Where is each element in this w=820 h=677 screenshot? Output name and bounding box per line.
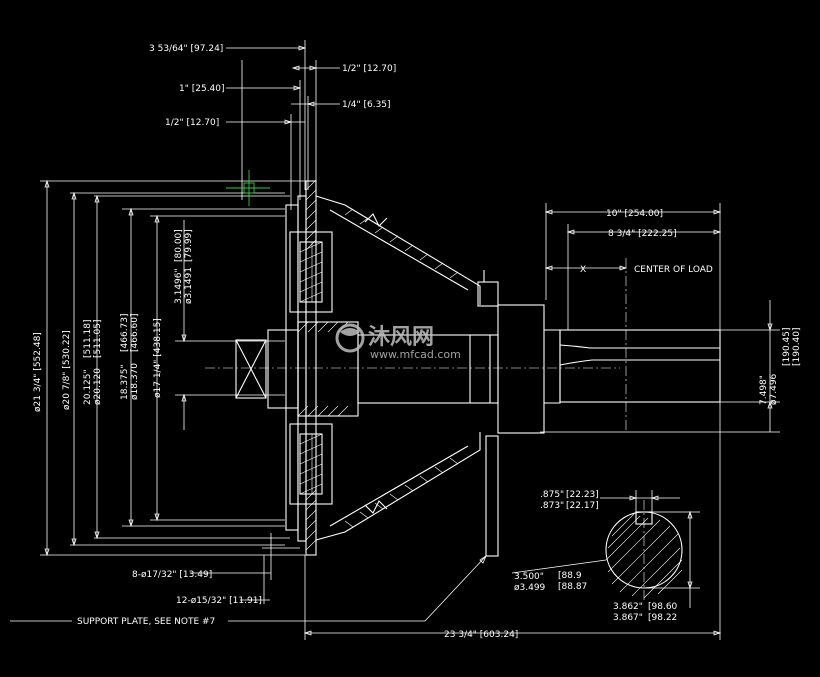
dim-d20-7-8: ø20 7/8" [530.22] xyxy=(62,330,72,410)
top-dimensions: 3 53/64" [97.24] 1/2" [12.70] 1" [25.40]… xyxy=(149,40,396,210)
dim-ten: 10" [254.00] xyxy=(606,209,663,219)
dim-d20-120: ø20.120 xyxy=(93,368,103,405)
dim-half-left: 1/2" [12.70] xyxy=(165,118,219,128)
dim-d20-125: 20.125" xyxy=(83,369,93,405)
keyway-h1: 3.862" xyxy=(613,602,643,612)
dim-shaft-mm1: [190.45] xyxy=(782,327,792,366)
keyway-d-mm2: [88.87 xyxy=(558,582,587,592)
holes-label-1: 8-ø17/32" [13.49] xyxy=(132,570,212,580)
dim-d18-375: 18.375" xyxy=(120,364,130,400)
holes-label-2: 12-ø15/32" [11.91] xyxy=(176,596,262,606)
keyway-d2: ø3.499 xyxy=(514,583,546,593)
center-of-load-label: CENTER OF LOAD xyxy=(634,265,713,275)
keyway-d1: 3.500" xyxy=(514,572,544,582)
dim-half-right: 1/2" [12.70] xyxy=(342,64,396,74)
dim-d18-mm2: [466.60] xyxy=(130,313,140,352)
dim-shaft-d2: ø7.496 xyxy=(769,373,779,405)
support-plate-note: SUPPORT PLATE, SEE NOTE #7 xyxy=(77,617,215,627)
watermark-brand: 沐风网 xyxy=(368,325,434,350)
keyway-w-mm1: [22.23] xyxy=(566,490,599,500)
dim-d21: ø21 3/4" [552.48] xyxy=(33,332,43,412)
dim-eight: 8 3/4" [222.25] xyxy=(608,229,677,239)
dim-d18-370: ø18.370 xyxy=(130,363,140,400)
keyway-d-mm1: [88.9 xyxy=(558,571,582,581)
keyway-h2: 3.867" xyxy=(613,613,643,623)
dim-shaft-mm2: [190.40] xyxy=(792,327,802,366)
dim-d3-mm2: [79.99] xyxy=(184,229,194,262)
dim-d18-mm: [466.73] xyxy=(120,313,130,352)
dim-d20-mm2: [511.05] xyxy=(93,319,103,358)
hub-cross-section xyxy=(205,179,721,557)
reference-marker xyxy=(226,170,270,206)
dim-d20-mm: [511.18] xyxy=(83,319,93,358)
watermark: 沐风网 www.mfcad.com xyxy=(335,323,461,361)
dim-overall-length: 23 3/4" [603.24] xyxy=(444,630,518,640)
dim-d3-mm: [80.00] xyxy=(174,229,184,262)
dim-one: 1" [25.40] xyxy=(179,84,225,94)
dim-overall-top: 3 53/64" [97.24] xyxy=(149,44,223,54)
dim-x-label: X xyxy=(580,265,586,275)
keyway-h-mm1: [98.60 xyxy=(648,602,678,612)
keyway-h-mm2: [98.22 xyxy=(648,613,677,623)
right-dimensions: 10" [254.00] 8 3/4" [222.25] X CENTER OF… xyxy=(540,203,802,433)
keyway-w2: .873" xyxy=(540,501,564,511)
keyway-w1: .875" xyxy=(540,490,564,500)
left-dimensions: ø21 3/4" [552.48] ø20 7/8" [530.22] 20.1… xyxy=(33,179,305,557)
dim-shaft-d1: 7.498" xyxy=(759,375,769,405)
dim-d3-1491: ø3.1491 xyxy=(184,267,194,304)
bottom-dimensions: 8-ø17/32" [13.49] 12-ø15/32" [11.91] SUP… xyxy=(10,402,722,640)
dim-d17: ø17 1/4" [438.15] xyxy=(153,318,163,398)
watermark-url: www.mfcad.com xyxy=(370,348,461,361)
dim-quarter: 1/4" [6.35] xyxy=(342,100,391,110)
keyway-w-mm2: [22.17] xyxy=(566,501,599,511)
keyway-detail: .875" .873" [22.23] [22.17] 3.862" 3.867… xyxy=(511,490,700,623)
dim-d3-1496: 3.1496" xyxy=(174,268,184,304)
